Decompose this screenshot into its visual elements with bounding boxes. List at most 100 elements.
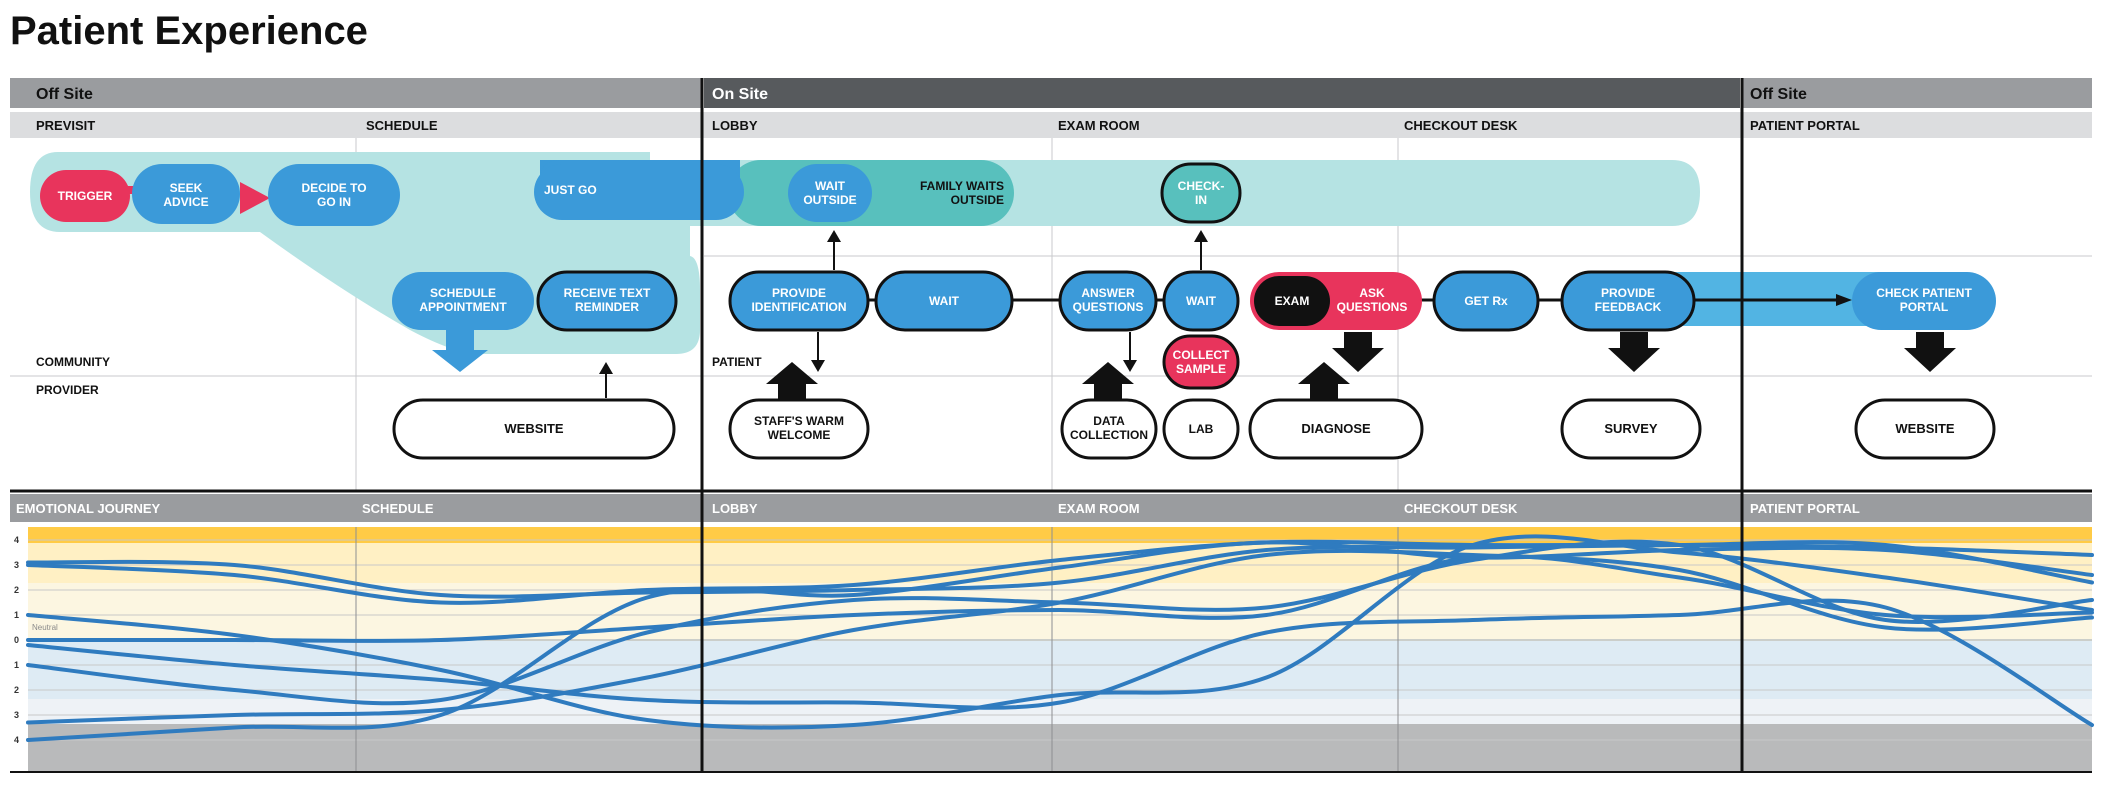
scale-tick-label: 0 bbox=[14, 635, 19, 645]
patient-to-provider-arrows bbox=[1332, 332, 1956, 372]
node-receive-text-reminder: RECEIVE TEXT REMINDER bbox=[536, 270, 678, 332]
svg-text:QUESTIONS: QUESTIONS bbox=[1073, 300, 1144, 314]
node-exam: EXAM bbox=[1275, 294, 1310, 308]
svg-text:SCHEDULE: SCHEDULE bbox=[430, 286, 496, 300]
node-data-collection: DATA COLLECTION bbox=[1060, 398, 1158, 460]
emotion-series-line-8 bbox=[26, 598, 2094, 727]
node-lab: LAB bbox=[1162, 398, 1240, 460]
scale-tick-label: 4 bbox=[14, 535, 19, 545]
scale-tick-label: 2 bbox=[14, 685, 19, 695]
node-decide-to-go-in: DECIDE TO GO IN bbox=[268, 164, 400, 226]
svg-text:WELCOME: WELCOME bbox=[768, 428, 831, 442]
neutral-label: Neutral bbox=[32, 623, 58, 632]
node-website-schedule: WEBSITE bbox=[392, 398, 676, 460]
stage-label: EXAM ROOM bbox=[1058, 501, 1140, 516]
stage-label: CHECKOUT DESK bbox=[1404, 501, 1518, 516]
svg-text:WEBSITE: WEBSITE bbox=[504, 421, 564, 436]
phase-onsite bbox=[704, 78, 1740, 108]
node-provide-feedback: PROVIDE FEEDBACK bbox=[1560, 270, 1696, 332]
emotional-title: EMOTIONAL JOURNEY bbox=[16, 501, 161, 516]
node-seek-advice: SEEK ADVICE bbox=[132, 164, 240, 224]
svg-text:DIAGNOSE: DIAGNOSE bbox=[1301, 421, 1371, 436]
page-title: Patient Experience bbox=[10, 9, 368, 53]
stage-label: PREVISIT bbox=[36, 118, 95, 133]
svg-text:RECEIVE TEXT: RECEIVE TEXT bbox=[564, 286, 651, 300]
svg-text:DECIDE TO: DECIDE TO bbox=[301, 181, 366, 195]
role-label: PROVIDER bbox=[36, 383, 99, 397]
schedule-arrow bbox=[432, 330, 488, 372]
node-wait-outside: WAIT OUTSIDE bbox=[788, 164, 872, 222]
stage-header bbox=[10, 112, 2092, 138]
node-schedule-appointment: SCHEDULE APPOINTMENT bbox=[392, 272, 534, 330]
svg-text:CHECK-: CHECK- bbox=[1178, 179, 1225, 193]
svg-text:PORTAL: PORTAL bbox=[1900, 300, 1948, 314]
stage-label: LOBBY bbox=[712, 501, 758, 516]
stage-label: EXAM ROOM bbox=[1058, 118, 1140, 133]
emotional-header bbox=[10, 494, 2092, 522]
stage-label: SCHEDULE bbox=[366, 118, 438, 133]
svg-text:IDENTIFICATION: IDENTIFICATION bbox=[751, 300, 846, 314]
svg-text:GO IN: GO IN bbox=[317, 195, 351, 209]
svg-text:ANSWER: ANSWER bbox=[1081, 286, 1135, 300]
svg-text:FAMILY WAITS: FAMILY WAITS bbox=[920, 179, 1004, 193]
svg-text:OUTSIDE: OUTSIDE bbox=[803, 193, 856, 207]
role-label: PATIENT bbox=[712, 355, 762, 369]
phase-label: Off Site bbox=[1750, 86, 1807, 103]
node-survey: SURVEY bbox=[1560, 398, 1702, 460]
node-answer-questions: ANSWER QUESTIONS bbox=[1058, 270, 1158, 332]
scale-tick-label: 2 bbox=[14, 585, 19, 595]
svg-text:APPOINTMENT: APPOINTMENT bbox=[419, 300, 507, 314]
node-wait-lobby: WAIT bbox=[874, 270, 1014, 332]
node-family-waits: FAMILY WAITS OUTSIDE bbox=[920, 179, 1004, 207]
svg-text:JUST GO: JUST GO bbox=[544, 183, 597, 197]
svg-text:GET Rx: GET Rx bbox=[1464, 294, 1508, 308]
svg-text:CHECK PATIENT: CHECK PATIENT bbox=[1876, 286, 1972, 300]
scale-tick-label: 3 bbox=[14, 560, 19, 570]
svg-text:REMINDER: REMINDER bbox=[575, 300, 639, 314]
stage-label: SCHEDULE bbox=[362, 501, 434, 516]
svg-text:COLLECTION: COLLECTION bbox=[1070, 428, 1148, 442]
scale-tick-label: 1 bbox=[14, 610, 19, 620]
stage-label: PATIENT PORTAL bbox=[1750, 501, 1860, 516]
svg-text:LAB: LAB bbox=[1189, 422, 1214, 436]
svg-text:TRIGGER: TRIGGER bbox=[58, 189, 113, 203]
svg-text:WAIT: WAIT bbox=[1186, 294, 1217, 308]
node-just-go: JUST GO bbox=[534, 164, 744, 220]
phase-label: On Site bbox=[712, 86, 768, 103]
node-diagnose: DIAGNOSE bbox=[1248, 398, 1424, 460]
node-collect-sample: COLLECT SAMPLE bbox=[1162, 334, 1240, 390]
stage-label: PATIENT PORTAL bbox=[1750, 118, 1860, 133]
svg-text:COLLECT: COLLECT bbox=[1173, 348, 1230, 362]
svg-text:IN: IN bbox=[1195, 193, 1207, 207]
svg-text:ASK: ASK bbox=[1359, 286, 1385, 300]
scale-tick-label: 3 bbox=[14, 710, 19, 720]
svg-text:QUESTIONS: QUESTIONS bbox=[1337, 300, 1408, 314]
stage-label: CHECKOUT DESK bbox=[1404, 118, 1518, 133]
svg-text:PROVIDE: PROVIDE bbox=[772, 286, 826, 300]
role-label: COMMUNITY bbox=[36, 355, 110, 369]
node-website-portal: WEBSITE bbox=[1854, 398, 1996, 460]
stage-label: LOBBY bbox=[712, 118, 758, 133]
svg-text:FEEDBACK: FEEDBACK bbox=[1595, 300, 1662, 314]
svg-text:SURVEY: SURVEY bbox=[1604, 421, 1658, 436]
svg-text:DATA: DATA bbox=[1093, 414, 1125, 428]
node-get-rx: GET Rx bbox=[1432, 270, 1540, 332]
node-trigger: TRIGGER bbox=[40, 170, 130, 222]
svg-text:WAIT: WAIT bbox=[815, 179, 846, 193]
scale-tick-label: 1 bbox=[14, 660, 19, 670]
phase-offsite-left bbox=[10, 78, 702, 108]
svg-text:SAMPLE: SAMPLE bbox=[1176, 362, 1226, 376]
scale-tick-label: 4 bbox=[14, 735, 19, 745]
node-check-patient-portal: CHECK PATIENT PORTAL bbox=[1852, 272, 1996, 330]
svg-text:SEEK: SEEK bbox=[170, 181, 203, 195]
svg-text:WAIT: WAIT bbox=[929, 294, 960, 308]
phase-label: Off Site bbox=[36, 86, 93, 103]
emotion-scale: 4 3 2 1 0 1 2 3 4 bbox=[14, 535, 19, 745]
svg-text:WEBSITE: WEBSITE bbox=[1895, 421, 1955, 436]
svg-text:ADVICE: ADVICE bbox=[163, 195, 208, 209]
node-wait-exam: WAIT bbox=[1162, 270, 1240, 332]
svg-text:STAFF'S WARM: STAFF'S WARM bbox=[754, 414, 844, 428]
phase-offsite-right bbox=[1742, 78, 2092, 108]
